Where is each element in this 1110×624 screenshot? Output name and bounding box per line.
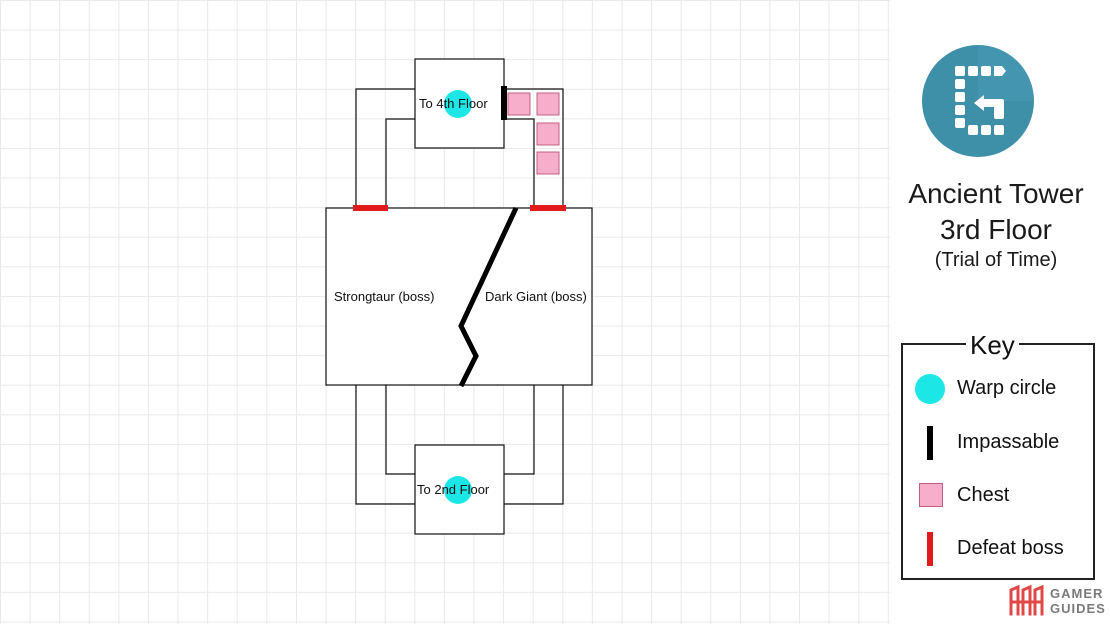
gamer-guides-tower-logo-icon xyxy=(922,45,1034,157)
floor-map: To 4th Floor To 2nd Floor Strongtaur (bo… xyxy=(0,0,890,624)
gamer-guides-branding: GAMER GUIDES xyxy=(1008,584,1108,620)
defeat-boss-marker xyxy=(353,205,388,211)
legend-label: Impassable xyxy=(957,431,1060,453)
defeat-boss-marker xyxy=(530,205,566,211)
brand-line-1: GAMER xyxy=(1050,586,1104,601)
top-room-label: To 4th Floor xyxy=(419,96,488,111)
legend-item-chest: Chest xyxy=(913,479,1093,513)
legend-label: Warp circle xyxy=(957,377,1057,399)
map-title: Ancient Tower xyxy=(908,178,1084,209)
defeat-boss-icon xyxy=(927,532,933,566)
warp-circle-marker xyxy=(444,90,472,118)
map-floor: 3rd Floor xyxy=(939,214,1053,245)
legend-label: Defeat boss xyxy=(957,537,1064,559)
warp-circle-marker xyxy=(444,476,472,504)
left-boss-label: Strongtaur (boss) xyxy=(334,289,434,304)
boss-hall xyxy=(325,207,593,386)
legend-label: Chest xyxy=(957,484,1010,506)
corridor-bottom-right xyxy=(504,385,564,505)
map-drawing: To 4th Floor To 2nd Floor Strongtaur (bo… xyxy=(325,58,593,535)
bottom-room-label: To 2nd Floor xyxy=(417,482,490,497)
chest-icon xyxy=(919,483,943,507)
impassable-divider xyxy=(458,206,519,388)
legend-item-warp: Warp circle xyxy=(913,372,1093,406)
warp-circle-icon xyxy=(915,374,945,404)
right-boss-label: Dark Giant (boss) xyxy=(485,289,587,304)
impassable-icon xyxy=(927,426,933,460)
chest-marker xyxy=(507,92,531,116)
chest-marker xyxy=(536,122,560,146)
map-subtitle: (Trial of Time) xyxy=(934,249,1058,271)
chest-marker xyxy=(536,151,560,175)
corridor-top-right xyxy=(504,88,564,208)
legend-item-impassable: Impassable xyxy=(913,426,1093,460)
corridor-top-left xyxy=(355,88,415,208)
impassable-marker xyxy=(501,86,507,120)
corridor-bottom-left xyxy=(355,385,415,505)
brand-line-2: GUIDES xyxy=(1050,601,1106,616)
chest-marker xyxy=(536,92,560,116)
gamer-guides-logo-icon xyxy=(1009,584,1044,616)
legend-item-defeat-boss: Defeat boss xyxy=(913,532,1093,566)
legend-title: Key xyxy=(966,330,1019,360)
